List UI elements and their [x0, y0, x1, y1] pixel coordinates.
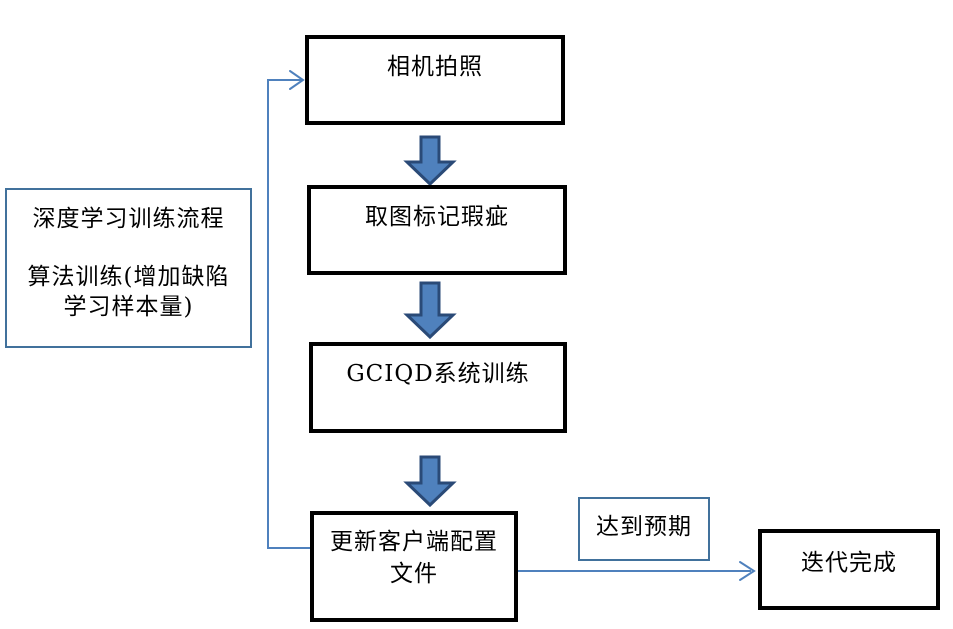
node-mark-defects: 取图标记瑕疵	[307, 185, 567, 275]
down-block-arrow-icon-1	[403, 135, 457, 187]
feedback-connector-line	[267, 79, 310, 549]
node-system-training: GCIQD系统训练	[309, 342, 567, 433]
feedback-arrowhead-icon	[289, 70, 305, 90]
side-note-line1: 深度学习训练流程	[32, 206, 225, 232]
node-system-training-label: GCIQD系统训练	[346, 361, 530, 387]
condition-label-text: 达到预期	[596, 514, 692, 540]
node-update-client-config-label-line1: 更新客户端配置	[330, 529, 498, 555]
node-mark-defects-label: 取图标记瑕疵	[365, 204, 509, 230]
result-arrowhead-icon	[739, 561, 756, 581]
node-iteration-done-label: 迭代完成	[801, 550, 897, 576]
node-update-client-config: 更新客户端配置 文件	[310, 511, 518, 622]
node-camera-capture-label: 相机拍照	[387, 54, 483, 80]
side-note-spacer	[7, 234, 250, 262]
down-block-arrow-icon-2	[403, 281, 457, 340]
node-iteration-done: 迭代完成	[758, 529, 940, 610]
node-camera-capture: 相机拍照	[305, 35, 565, 125]
side-note-line2: 算法训练(增加缺陷	[27, 264, 230, 290]
down-block-arrow-icon-3	[403, 455, 457, 508]
side-note-panel: 深度学习训练流程 算法训练(增加缺陷 学习样本量)	[5, 188, 252, 348]
node-update-client-config-label-line2: 文件	[390, 561, 438, 587]
side-note-line3: 学习样本量)	[63, 294, 194, 320]
condition-label-box: 达到预期	[578, 497, 710, 561]
